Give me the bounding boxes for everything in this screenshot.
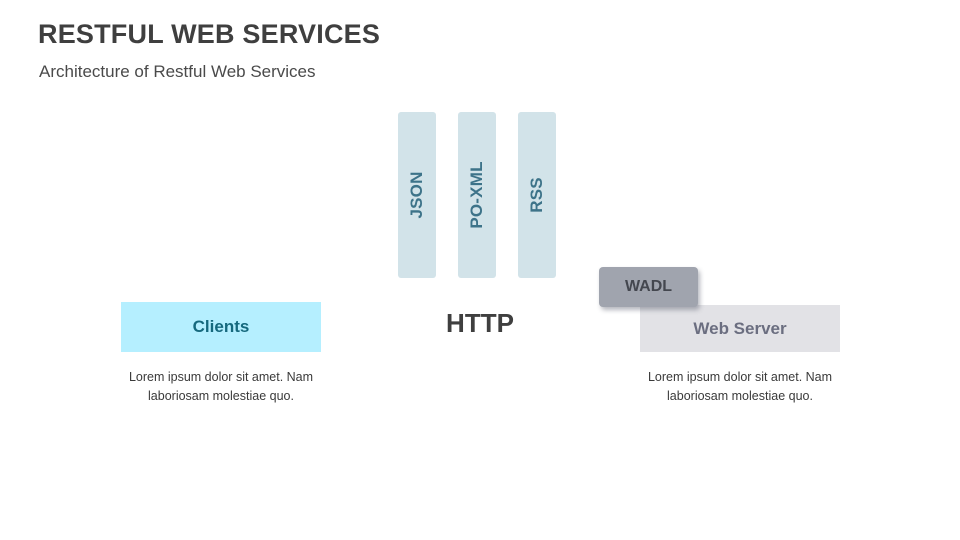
- node-web-server[interactable]: Web Server: [640, 305, 840, 352]
- page-title: RESTFUL WEB SERVICES: [38, 19, 381, 49]
- node-wadl[interactable]: WADL: [599, 267, 698, 307]
- node-clients-title: Clients: [192, 317, 250, 336]
- node-web-server-title: Web Server: [693, 318, 787, 338]
- protocol-bar-rss[interactable]: RSS: [518, 112, 556, 278]
- node-clients[interactable]: Clients: [121, 302, 321, 352]
- protocol-bar-po-xml-label: PO-XML: [467, 161, 486, 229]
- protocol-bar-po-xml[interactable]: PO-XML: [458, 112, 496, 278]
- node-web-server-caption: Lorem ipsum dolor sit amet. Nam laborios…: [647, 370, 833, 403]
- protocol-bar-json[interactable]: JSON: [398, 112, 436, 278]
- protocol-bar-rss-label: RSS: [527, 177, 546, 213]
- page-subtitle: Architecture of Restful Web Services: [39, 62, 316, 81]
- node-wadl-title: WADL: [624, 278, 673, 295]
- node-clients-caption: Lorem ipsum dolor sit amet. Nam laborios…: [128, 370, 314, 403]
- protocol-bar-json-label: JSON: [407, 171, 426, 219]
- transport-label-http: HTTP: [446, 308, 514, 338]
